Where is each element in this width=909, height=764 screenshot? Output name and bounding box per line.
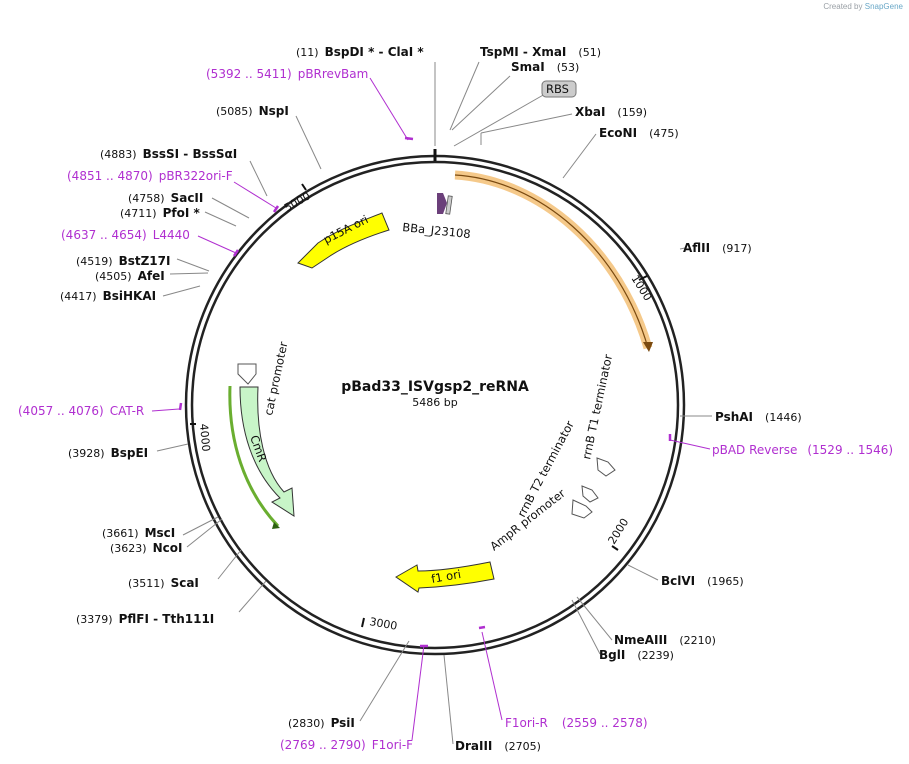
tick-label-5000: 5000	[282, 189, 313, 214]
orange-feature-arc-center	[454, 174, 649, 349]
orange-feature-arrowhead	[643, 342, 653, 352]
restriction-sites: (11)BspDI * - ClaI * TspMI - XmaI(51) Sm…	[60, 45, 802, 753]
orange-feature-arc	[454, 170, 653, 350]
primers: (5392 .. 5411)pBRrevBam (4851 .. 4870)pB…	[18, 67, 893, 752]
site-pshai[interactable]: PshAI(1446)	[715, 410, 802, 424]
site-psii[interactable]: (2830)PsiI	[288, 716, 355, 730]
site-bsssi[interactable]: (4883)BssSI - BssSαI	[100, 147, 237, 161]
site-draiii[interactable]: DraIII(2705)	[455, 739, 541, 753]
site-bspei[interactable]: (3928)BspEI	[68, 446, 148, 460]
tick-label-2000: 2000	[606, 516, 632, 547]
backbone-inner-ring	[190, 160, 680, 650]
primer-pbr322ori-f[interactable]: (4851 .. 4870)pBR322ori-F	[67, 169, 233, 183]
site-scai[interactable]: (3511)ScaI	[128, 576, 199, 590]
cmr-primer-arrowhead	[272, 522, 280, 529]
bba-j23108-label: BBa_J23108	[402, 220, 472, 241]
rrnb-t1-terminator-label: rrnB T1 terminator	[579, 353, 615, 461]
site-xbai[interactable]: XbaI(159)	[575, 105, 647, 119]
site-bsihkai[interactable]: (4417)BsiHKAI	[60, 289, 156, 303]
cat-promoter-label: cat promoter	[261, 340, 290, 416]
site-bgli[interactable]: BglI(2239)	[599, 648, 674, 662]
rbs-label: RBS	[546, 82, 569, 96]
plasmid-length: 5486 bp	[412, 396, 457, 409]
site-smai[interactable]: SmaI(53)	[511, 60, 579, 74]
primer-pbrrevbam[interactable]: (5392 .. 5411)pBRrevBam	[206, 67, 368, 81]
rrnb-t1-terminator-arrow[interactable]	[596, 457, 616, 477]
tick-1000	[638, 275, 648, 281]
site-leaders	[156, 61, 712, 745]
primer-f1ori-r[interactable]: F1ori-R(2559 .. 2578)	[505, 716, 648, 730]
cmr-primer-line	[228, 385, 280, 528]
site-ncoi[interactable]: (3623)NcoI	[110, 541, 182, 555]
credit-prefix: Created by	[823, 2, 863, 11]
site-nmeaiii[interactable]: NmeAIII(2210)	[614, 633, 716, 647]
tick-2000	[611, 545, 619, 551]
site-pfoi[interactable]: (4711)PfoI *	[120, 206, 200, 220]
site-afei[interactable]: (4505)AfeI	[95, 269, 165, 283]
site-nspi[interactable]: (5085)NspI	[216, 104, 289, 118]
plasmid-name: pBad33_ISVgsp2_reRNA	[341, 379, 529, 395]
rbs-leader	[453, 93, 546, 147]
rbs-box[interactable]	[541, 80, 577, 98]
ampr-promoter-arrow[interactable]	[571, 499, 593, 519]
site-aflii[interactable]: AflII(917)	[683, 241, 752, 255]
bba-j23108-arrow[interactable]	[437, 193, 447, 214]
rrnb-t2-terminator-arrow[interactable]	[581, 485, 599, 503]
primer-cat-r[interactable]: (4057 .. 4076)CAT-R	[18, 404, 144, 418]
site-pflfi[interactable]: (3379)PflFI - Tth111I	[76, 612, 214, 626]
primer-pbad-reverse[interactable]: pBAD Reverse(1529 .. 1546)	[712, 443, 893, 457]
tick-3000	[361, 617, 365, 628]
snapgene-credit: Created by SnapGene	[823, 2, 903, 11]
features: BBa_J23108 p15A ori f1 ori cat promoter …	[228, 80, 653, 593]
primer-leaders	[151, 77, 711, 741]
f1-ori-label: f1 ori	[430, 567, 462, 586]
tick-label-3000: 3000	[368, 615, 398, 633]
site-msci[interactable]: (3661)MscI	[102, 526, 175, 540]
tick-label-4000: 4000	[197, 423, 212, 452]
site-econi[interactable]: EcoNI(475)	[599, 126, 679, 140]
site-bspdi[interactable]: (11)BspDI * - ClaI *	[296, 45, 424, 59]
cat-promoter-arrow[interactable]	[237, 363, 257, 385]
f1-ori-arrow[interactable]	[395, 561, 495, 593]
site-sacii[interactable]: (4758)SacII	[128, 191, 203, 205]
snapgene-logo: SnapGene	[864, 2, 903, 11]
site-bstz17i[interactable]: (4519)BstZ17I	[76, 254, 170, 268]
coordinate-ticks: 1000 2000 3000 4000 5000	[190, 183, 654, 633]
site-bclvi[interactable]: BclVI(1965)	[661, 574, 744, 588]
tick-5000	[301, 183, 307, 191]
primer-l4440[interactable]: (4637 .. 4654)L4440	[61, 228, 190, 242]
primer-f1ori-f[interactable]: (2769 .. 2790)F1ori-F	[280, 738, 413, 752]
site-tspmi[interactable]: TspMI - XmaI(51)	[480, 45, 601, 59]
bba-j23108-box	[445, 195, 453, 215]
p15a-ori-arrow[interactable]	[297, 212, 390, 269]
cmr-arrow[interactable]	[239, 386, 295, 517]
